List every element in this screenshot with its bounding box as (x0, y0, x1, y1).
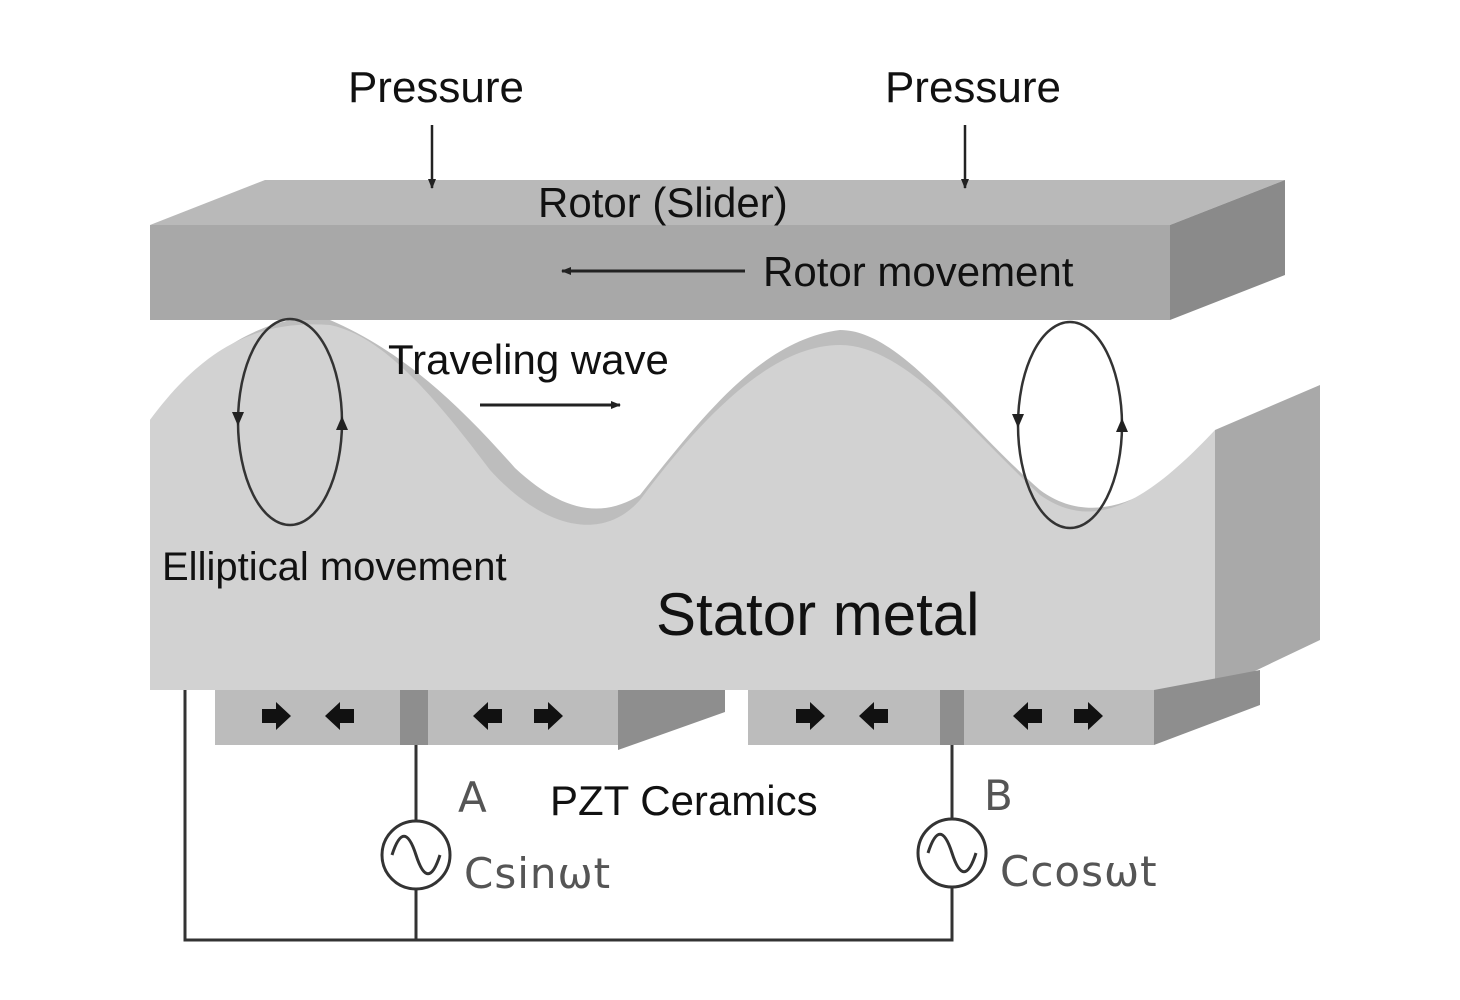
ellipse-arrow-icon (232, 412, 244, 426)
pzt-gap-2 (940, 690, 964, 745)
pzt-segment-3 (748, 690, 940, 745)
rotor-block (150, 180, 1285, 320)
sine-wave-icon (926, 832, 978, 874)
stator-label: Stator metal (656, 581, 979, 648)
stator-wave-band (150, 317, 1215, 543)
circuit-wiring (183, 690, 954, 942)
rotor-top-face (150, 180, 1285, 225)
polarization-arrows (262, 702, 1103, 730)
ellipse-arrow-icon (1116, 418, 1128, 432)
rotor-movement-label: Rotor movement (763, 248, 1074, 295)
wire-ground (183, 690, 954, 942)
ac-source-a (380, 819, 452, 891)
pressure-label-left: Pressure (348, 63, 524, 112)
arrow-left-icon (473, 702, 502, 730)
ellipse-arrow-icon (336, 416, 348, 430)
source-b-signal: Ccosωt (1000, 847, 1158, 896)
pressure-label-right: Pressure (885, 63, 1061, 112)
arrow-left-icon (325, 702, 354, 730)
pzt-segment-2 (428, 690, 618, 745)
pzt-ceramics (215, 670, 1260, 750)
pzt-label: PZT Ceramics (550, 777, 818, 824)
stator-side (1215, 385, 1320, 690)
elliptical-movement-label: Elliptical movement (162, 545, 507, 589)
ellipse-right (1012, 320, 1128, 530)
arrow-right-icon (796, 702, 825, 730)
pzt-segment-1 (215, 690, 400, 745)
rotor-side-face (1170, 180, 1285, 320)
pzt-side-2 (1154, 670, 1260, 745)
arrow-right-icon (262, 702, 291, 730)
rotor-label: Rotor (Slider) (538, 179, 788, 226)
source-b-name: B (984, 771, 1014, 820)
ac-source-b (916, 817, 988, 889)
traveling-wave-label: Traveling wave (388, 336, 669, 383)
arrow-left-icon (859, 702, 888, 730)
pzt-segment-4 (964, 690, 1154, 745)
sine-wave-icon (390, 834, 442, 876)
stator-block (150, 317, 1320, 690)
arrow-right-icon (534, 702, 563, 730)
source-a-name: A (458, 773, 488, 822)
arrow-left-icon (1013, 702, 1042, 730)
pzt-side-1 (618, 690, 725, 750)
ellipse-arrow-icon (1012, 414, 1024, 428)
arrow-right-icon (1074, 702, 1103, 730)
stator-front (150, 324, 1215, 690)
pzt-gap-1 (400, 690, 428, 745)
ellipse-left (232, 317, 348, 527)
source-a-signal: Csinωt (464, 849, 611, 898)
